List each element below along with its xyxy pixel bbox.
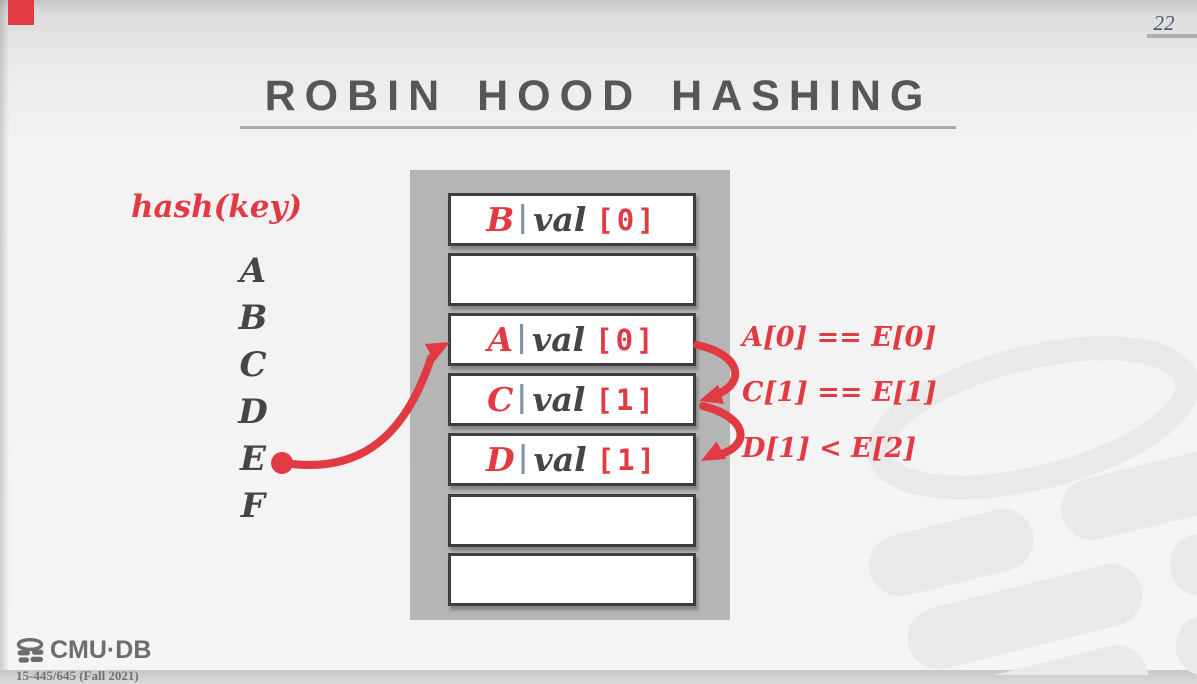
key-d: D	[238, 392, 268, 432]
slot-probe-distance: [1]	[596, 442, 659, 477]
slide-title: ROBIN HOOD HASHING	[264, 72, 933, 120]
slot-value: val	[533, 440, 587, 479]
key-c: C	[239, 345, 267, 385]
page-number: 22	[1153, 11, 1175, 35]
slide-left-shading	[0, 0, 9, 670]
hash-table-slot-3: C|val [1]	[448, 373, 696, 426]
slot-value: val	[532, 320, 586, 359]
red-corner-marker	[8, 0, 34, 25]
title-underline	[240, 126, 956, 129]
comparison-annotation-3: D[1] < E[2]	[742, 433, 917, 464]
slot-separator: |	[517, 440, 529, 475]
slot-separator: |	[517, 200, 529, 235]
key-b: B	[238, 298, 268, 338]
slot-probe-distance: [0]	[595, 322, 657, 357]
database-stack-icon	[16, 637, 44, 663]
hash-table-slot-4: D|val [1]	[448, 433, 696, 486]
key-f: F	[240, 486, 266, 526]
slot-probe-distance: [0]	[596, 202, 658, 237]
slot-separator: |	[516, 320, 528, 355]
slot-key: B	[486, 200, 515, 239]
hash-table: B|val[0] A|val[0] C|val[1] D|val[1]	[410, 170, 730, 620]
slot-key: C	[487, 380, 514, 419]
slot-value: val	[532, 380, 586, 419]
slot-separator: |	[516, 380, 528, 415]
slot-key: A	[487, 320, 514, 359]
database-watermark-icon	[867, 336, 1197, 675]
key-a: A	[239, 251, 267, 291]
hash-table-slot-1	[448, 253, 696, 306]
page-number-underline	[1147, 34, 1197, 38]
cmu-db-logo-text: CMU·DB	[50, 636, 152, 664]
course-number: 15-445/645 (Fall 2021)	[16, 668, 139, 683]
hash-table-slot-6	[448, 553, 696, 606]
key-e: E	[240, 439, 266, 479]
cmu-db-logo: CMU·DB	[16, 636, 151, 665]
hash-table-slot-2: A|val [0]	[448, 313, 696, 366]
slot-value: val	[533, 200, 587, 239]
footer: CMU·DB 15-445/645 (Fall 2021)	[16, 636, 151, 684]
comparison-annotation-1: A[0] == E[0]	[742, 322, 937, 353]
slot-key: D	[485, 440, 515, 479]
hash-table-slot-0: B|val [0]	[448, 193, 696, 246]
hash-table-slot-5	[448, 494, 696, 547]
key-list: A B C D E F	[225, 248, 281, 530]
slot-probe-distance: [1]	[595, 382, 657, 417]
comparison-annotation-2: C[1] == E[1]	[742, 377, 937, 408]
probe-arrow-e-to-slot	[280, 354, 435, 469]
hash-function-label: hash(key)	[131, 189, 303, 225]
